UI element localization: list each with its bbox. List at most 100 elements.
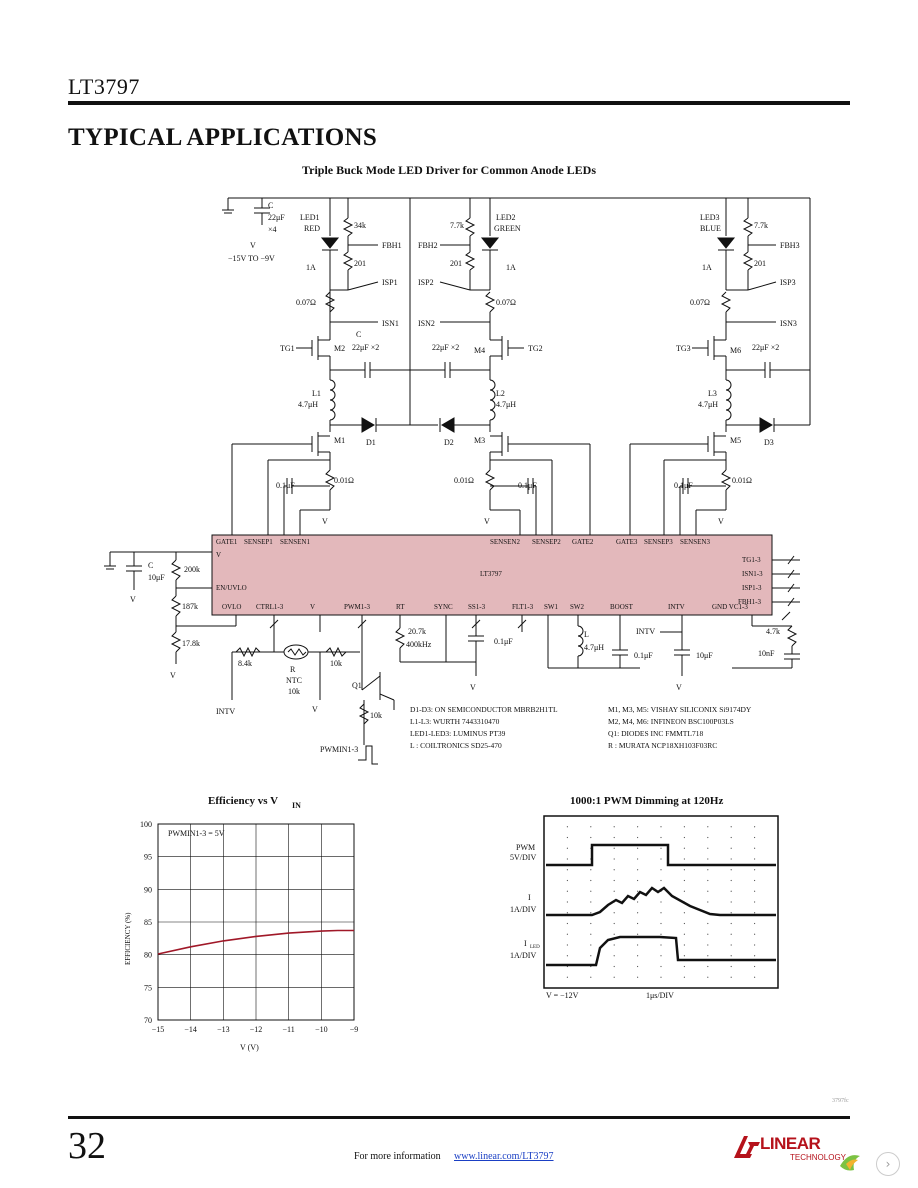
- scope-trace-iled: [546, 935, 776, 967]
- schematic-diagram: C 22μF ×4 V −15V TO −9V LED1 RED 1A 34k …: [104, 197, 811, 765]
- scope-grid-dot: [590, 826, 592, 828]
- scope-grid-dot: [613, 976, 615, 978]
- scope-grid-dot: [590, 901, 592, 903]
- scope-grid-dot: [683, 955, 685, 957]
- scope-grid-dot: [590, 869, 592, 871]
- lboost-value: 4.7μH: [584, 643, 604, 652]
- scope-grid-dot: [683, 976, 685, 978]
- header-rule: [68, 101, 850, 105]
- scope-grid-dot: [730, 955, 732, 957]
- rt-freq-label: 400kHz: [406, 640, 432, 649]
- pin-gndvc: GND VC1-3: [712, 603, 748, 611]
- scope-grid-dot: [637, 976, 639, 978]
- eff-ytick-label: 95: [144, 853, 152, 862]
- scope-grid-dot: [707, 922, 709, 925]
- scope-ch2-label: I: [528, 893, 531, 902]
- scope-grid-dot: [660, 922, 662, 925]
- vin-ref-4: V: [130, 595, 136, 604]
- c01-1-label: 0.1μF: [276, 481, 295, 490]
- ntc-value: 10k: [288, 687, 300, 696]
- scope-grid-dot: [683, 858, 685, 860]
- eff-xticks: −15−14−13−12−11−10−9: [152, 1025, 359, 1034]
- m4-label: M4: [474, 346, 485, 355]
- scope-grid-dot: [637, 869, 639, 871]
- scope-grid-dot: [613, 847, 615, 849]
- intvcc-bottom: INTV: [216, 707, 235, 716]
- bom-transistor: Q1: DIODES INC FMMTL718: [608, 729, 703, 738]
- eff-series-line: [157, 929, 354, 955]
- scope-grid-dot: [660, 826, 662, 828]
- scope-grid-dot: [707, 955, 709, 957]
- scope-grid-dot: [683, 879, 685, 882]
- scope-grid-dot: [637, 933, 639, 935]
- scope-capture: 1000:1 PWM Dimming at 120Hz PWM 5V/DIV I…: [510, 795, 779, 1000]
- rs1-label: 0.07Ω: [296, 298, 316, 307]
- scope-grid-dot: [683, 965, 685, 968]
- scope-grid-dot: [730, 912, 732, 914]
- scope-grid-dot: [754, 944, 756, 946]
- r-200k-label: 200k: [184, 565, 200, 574]
- isp1-label: ISP1: [382, 278, 398, 287]
- m3-label: M3: [474, 436, 485, 445]
- scope-grid-dot: [707, 836, 709, 839]
- eff-ytick-label: 70: [144, 1016, 152, 1025]
- bird-icon: [840, 1155, 860, 1171]
- scope-grid-dot: [637, 836, 639, 839]
- rs3-label: 0.07Ω: [690, 298, 710, 307]
- scope-grid-dot: [707, 847, 709, 849]
- vin-ref-1: V: [322, 517, 328, 526]
- scope-grid-dot: [566, 836, 568, 839]
- scope-grid-dot: [707, 826, 709, 828]
- r3-label: 7.7k: [450, 221, 464, 230]
- scope-grid-dot: [707, 976, 709, 978]
- scope-grid-dot: [660, 976, 662, 978]
- scope-grid-dot: [730, 836, 732, 839]
- d3-label: D3: [764, 438, 774, 447]
- eff-annotation: PWMIN1-3 = 5V: [168, 829, 225, 838]
- scope-grid-dot: [754, 922, 756, 925]
- l3-label: L3: [708, 389, 717, 398]
- eff-ytick-label: 80: [144, 951, 152, 960]
- scope-grid-dot: [590, 879, 592, 882]
- led1-label: LED1: [300, 213, 320, 222]
- footer-link[interactable]: www.linear.com/LT3797: [454, 1151, 554, 1162]
- vin-ref-8: V: [676, 683, 682, 692]
- cled1-value: 22μF ×2: [352, 343, 379, 352]
- scope-grid-dot: [683, 869, 685, 871]
- bom-mosfets-n: M1, M3, M5: VISHAY SILICONIX Si9174DY: [608, 705, 752, 714]
- bom-diodes: D1-D3: ON SEMICONDUCTOR MBRB2H1TL: [410, 705, 558, 714]
- scope-grid-dot: [660, 858, 662, 860]
- scope-grid-dot: [637, 901, 639, 903]
- scope-ch3-scale: 1A/DIV: [510, 951, 536, 960]
- c-vc-label: 10nF: [758, 649, 775, 658]
- rsense1-label: 0.01Ω: [334, 476, 354, 485]
- scope-grid-dot: [754, 955, 756, 957]
- vin-ref-3: V: [718, 517, 724, 526]
- scope-grid-dot: [730, 858, 732, 860]
- l2-label: L2: [496, 389, 505, 398]
- scope-grid-dot: [660, 836, 662, 839]
- scope-grid-dot: [707, 933, 709, 935]
- bom-leds: LED1-LED3: LUMINUS PT39: [410, 729, 506, 738]
- scope-grid-dot: [730, 922, 732, 925]
- eff-xtick-label: −14: [184, 1025, 197, 1034]
- scope-grid-dot: [613, 933, 615, 935]
- scope-grid-dot: [683, 836, 685, 839]
- fbh2-label: FBH2: [418, 241, 438, 250]
- r-187k-label: 187k: [182, 602, 198, 611]
- eff-ylabel: EFFICIENCY (%): [124, 912, 132, 965]
- scope-grid-dot: [754, 901, 756, 903]
- next-page-button[interactable]: ›: [876, 1152, 900, 1176]
- doc-code: 3797fc: [832, 1098, 849, 1104]
- c-intvcc-label: 10μF: [696, 651, 713, 660]
- scope-grid-dot: [637, 826, 639, 828]
- isp3-label: ISP3: [780, 278, 796, 287]
- r2-label: 201: [354, 259, 366, 268]
- pin-gate1: GATE1: [216, 538, 238, 546]
- cin-value: 10μF: [148, 573, 165, 582]
- eff-xtick-label: −13: [217, 1025, 230, 1034]
- led1-current: 1A: [306, 263, 316, 272]
- scope-grid-dot: [683, 933, 685, 935]
- scope-grid-dot: [660, 869, 662, 871]
- scope-grid-dot: [730, 944, 732, 946]
